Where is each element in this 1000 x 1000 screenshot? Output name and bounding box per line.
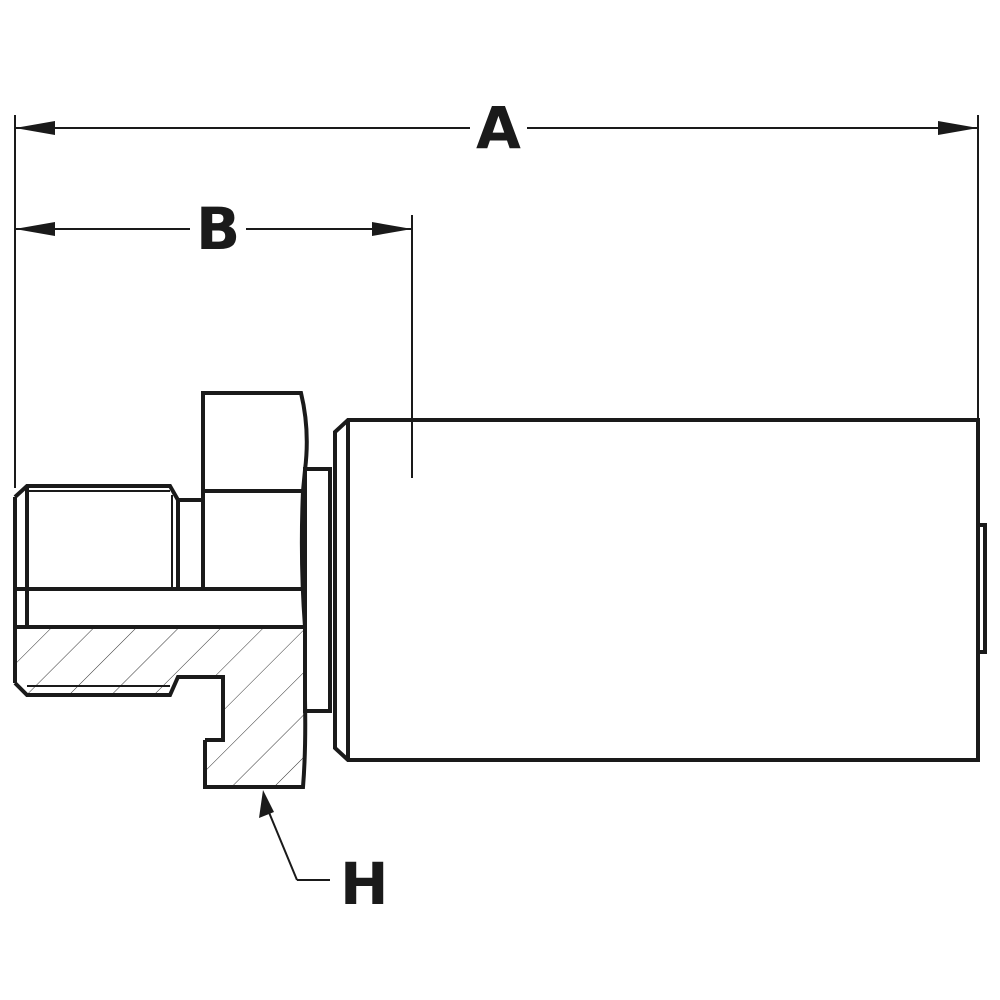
hex-nut — [201, 391, 309, 789]
crimp-sleeve — [333, 418, 987, 762]
male-thread — [13, 484, 205, 697]
leader-h — [259, 790, 330, 881]
label-h: H — [334, 855, 395, 913]
label-b: B — [190, 200, 247, 258]
washer — [303, 467, 332, 713]
label-a: A — [470, 99, 527, 157]
bore — [15, 587, 305, 629]
section-hatching — [17, 627, 305, 787]
